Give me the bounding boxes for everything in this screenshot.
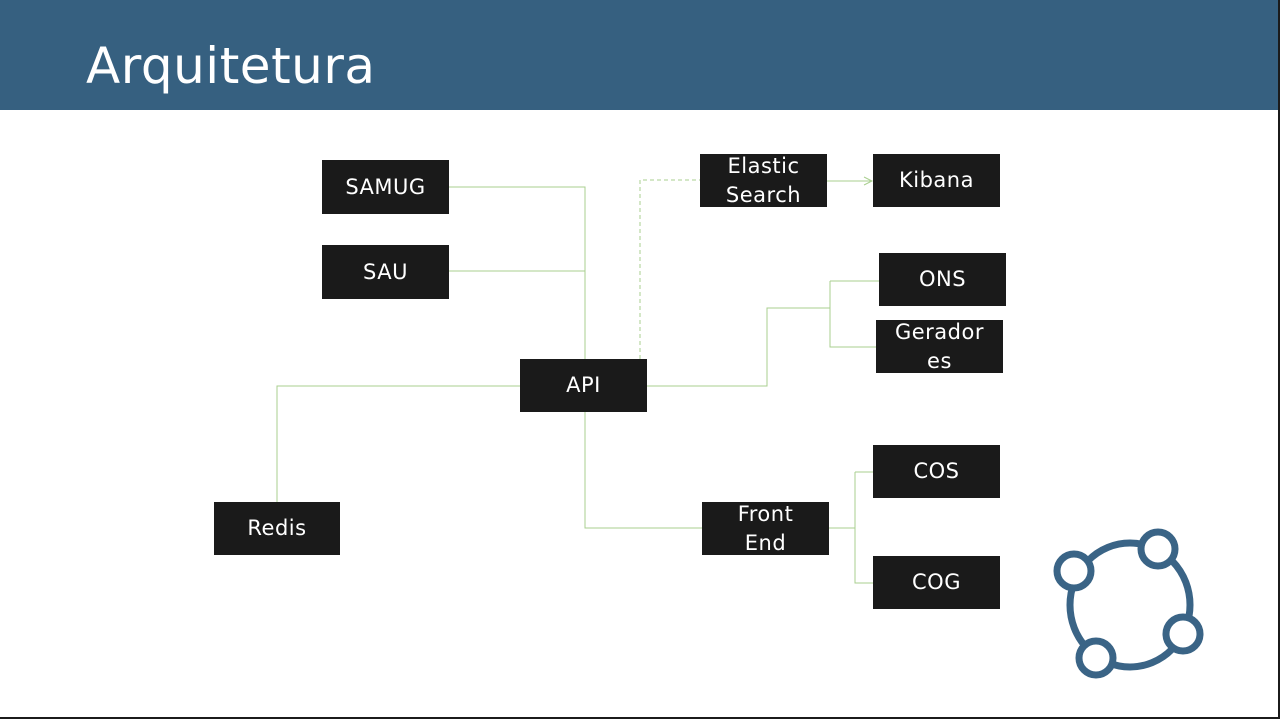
connector-api-elastic (639, 179, 700, 359)
arrowhead-kibana (863, 176, 874, 186)
node-cog: COG (873, 556, 1000, 609)
connector-api-ons-geradores (647, 307, 830, 387)
slide-title: Arquitetura (86, 37, 376, 95)
connector-geradores (829, 281, 876, 348)
slide-header: Arquitetura (0, 0, 1278, 110)
connector-api-frontend (584, 412, 702, 529)
connector-api-redis (276, 385, 521, 502)
node-kibana: Kibana (873, 154, 1000, 207)
node-redis: Redis (214, 502, 340, 555)
node-sau: SAU (322, 245, 449, 299)
connector-cog (854, 472, 873, 584)
node-samug: SAMUG (322, 160, 449, 214)
connector-samug-api (449, 186, 586, 359)
node-cos: COS (873, 445, 1000, 498)
node-geradores: Gerador es (876, 320, 1003, 373)
node-api: API (520, 359, 647, 412)
node-front-end: Front End (702, 502, 829, 555)
node-elastic-search: Elastic Search (700, 154, 827, 207)
node-ons: ONS (879, 253, 1006, 306)
circular-network-icon (1053, 528, 1204, 679)
